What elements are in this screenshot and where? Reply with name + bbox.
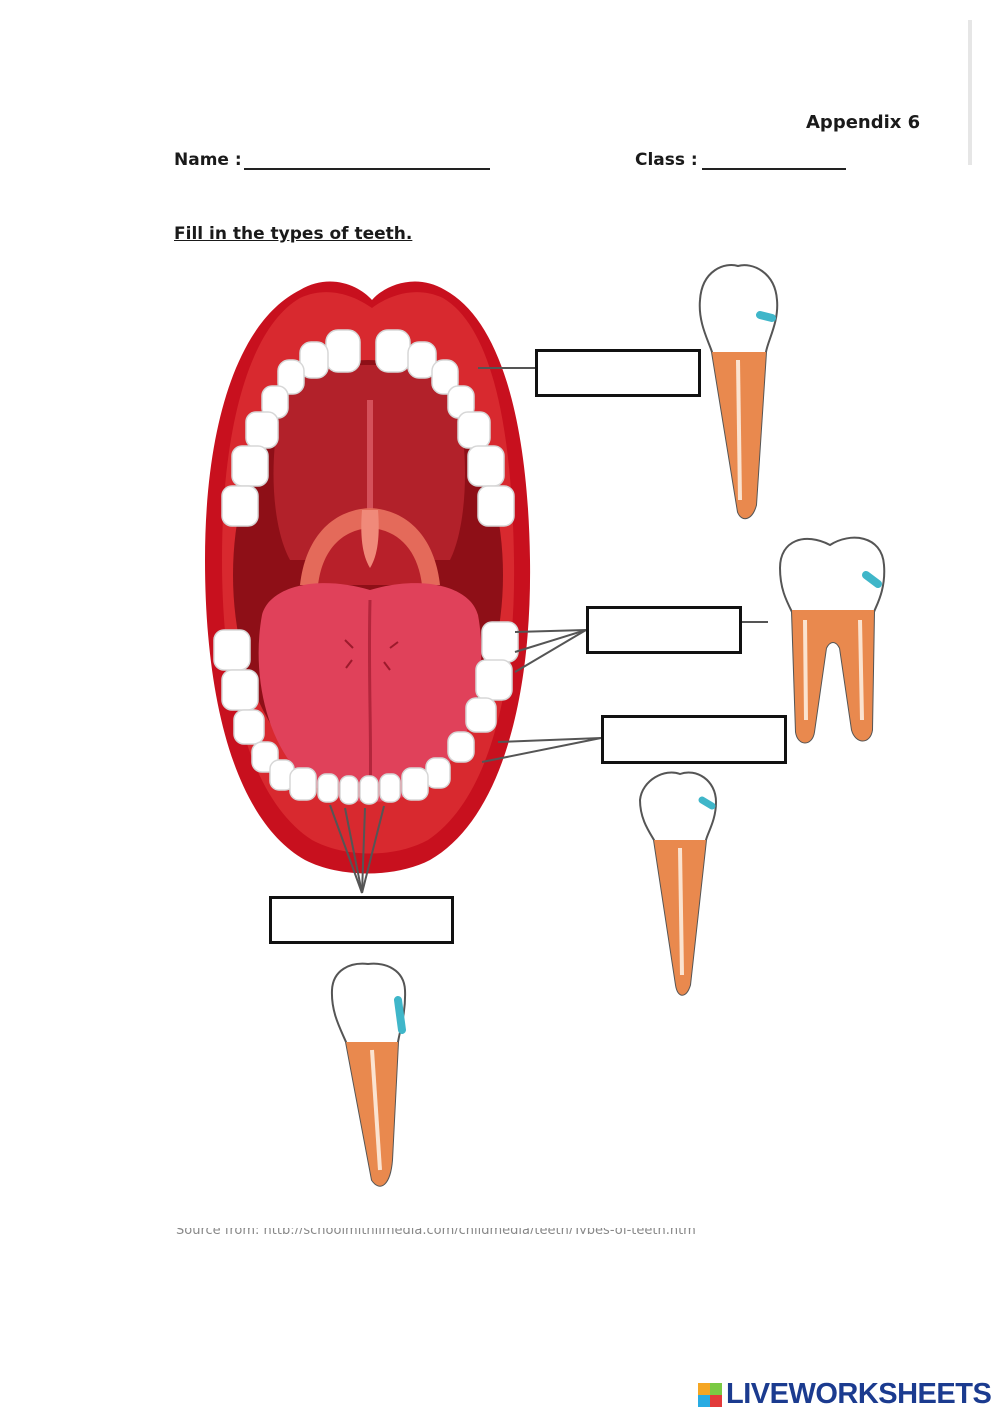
brand-logo-icon: [698, 1382, 722, 1407]
name-label: Name :: [174, 150, 242, 170]
answer-box-2[interactable]: [586, 606, 742, 654]
molar-tooth-illustration: [778, 536, 886, 744]
open-mouth-illustration: [205, 281, 531, 874]
class-field-line: [702, 168, 846, 170]
answer-box-1[interactable]: [535, 349, 701, 397]
incisor-tooth-illustration: [330, 962, 407, 1187]
premolar-tooth-illustration: [638, 771, 718, 996]
pointer-lines: [329, 367, 768, 894]
brand-wordmark: LIVEWORKSHEETS: [726, 1378, 992, 1410]
class-label: Class :: [635, 150, 698, 170]
page-edge-shadow: [968, 20, 972, 165]
answer-box-4[interactable]: [269, 896, 454, 944]
source-line: Source from: http://schoolmithilmedia.co…: [176, 1228, 858, 1234]
instruction-text: Fill in the types of teeth.: [174, 224, 413, 244]
canine-tooth-illustration: [698, 264, 779, 520]
answer-box-3[interactable]: [601, 715, 787, 764]
name-field-line: [244, 168, 490, 170]
liveworksheets-brand: LIVEWORKSHEETS: [698, 1378, 992, 1411]
appendix-label: Appendix 6: [806, 112, 921, 133]
